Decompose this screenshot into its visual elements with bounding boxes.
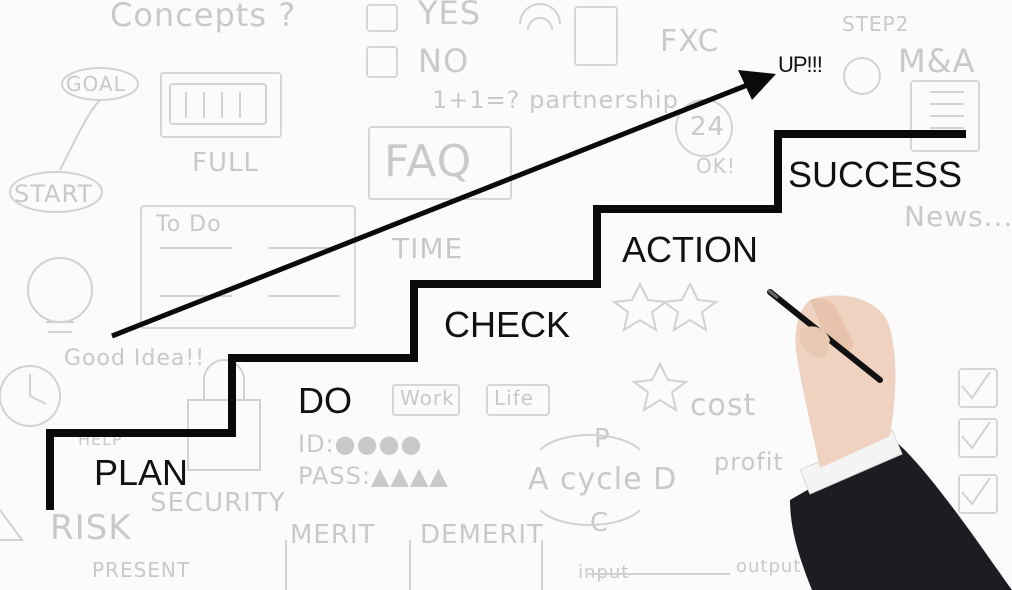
- doodle-output: output: [736, 556, 802, 577]
- doodle-demerit: DEMERIT: [420, 520, 544, 550]
- doodle-fxc: FXC: [660, 24, 720, 59]
- star-2: [661, 281, 719, 333]
- step-success-label: SUCCESS: [788, 154, 963, 195]
- doodle-ok: OK!: [696, 154, 736, 178]
- doodle-no: NO: [418, 42, 470, 80]
- doodle-battery-box: [160, 72, 282, 138]
- doodle-profit: profit: [714, 448, 784, 476]
- doodle-ma: M&A: [898, 42, 976, 80]
- doodle-news: News...: [904, 200, 1012, 233]
- news-lines: [930, 91, 964, 129]
- doodle-concepts: Concepts ?: [110, 0, 297, 34]
- up-arrow-head: [738, 70, 776, 100]
- battery-cells: [185, 92, 241, 118]
- hand-thumb: [800, 326, 830, 358]
- doodle-risk: RISK: [50, 508, 132, 548]
- up-arrow-shaft: [111, 81, 751, 339]
- doodle-no-box: [366, 46, 398, 78]
- doodle-life-box: [486, 384, 550, 416]
- doodle-yes-box: [366, 4, 398, 32]
- doodle-equation: 1+1=? partnership: [432, 86, 679, 114]
- todo-lines: [160, 247, 340, 297]
- bulb-base: [46, 321, 74, 333]
- doodle-present: PRESENT: [92, 558, 191, 582]
- doodle-faq: FAQ: [384, 136, 473, 187]
- doodle-work-box: [392, 384, 460, 416]
- doodle-time: TIME: [392, 232, 464, 265]
- doodle-faq-box: [368, 126, 512, 200]
- start-oval: [9, 171, 103, 213]
- hand-fingers: [810, 298, 853, 353]
- doodle-merit: MERIT: [290, 520, 376, 550]
- doodle-news-box: [910, 80, 980, 152]
- star-3: [631, 361, 689, 413]
- doodle-c: C: [590, 508, 610, 538]
- doodle-p: P: [594, 424, 611, 454]
- battery-body: [169, 83, 267, 125]
- doodle-todo: To Do: [156, 212, 222, 237]
- doodle-security: SECURITY: [150, 488, 286, 518]
- doodle-check-box-3: [958, 474, 998, 514]
- doodle-goal: GOAL: [66, 72, 126, 96]
- doodle-step2: STEP2: [842, 12, 910, 36]
- doodle-id: ID:●●●●: [298, 430, 423, 458]
- doodle-input: input: [578, 562, 630, 583]
- doodle-cost: cost: [690, 388, 757, 423]
- doodle-yes: YES: [418, 0, 482, 32]
- doodle-24: 24: [690, 112, 726, 142]
- star-1: [611, 281, 669, 333]
- doodle-start: START: [14, 180, 94, 208]
- step-do-label: DO: [298, 380, 352, 421]
- doodle-good-idea: Good Idea!!: [64, 346, 206, 371]
- clock-hands: [29, 374, 47, 405]
- doodle-life: Life: [494, 386, 535, 410]
- doodle-phone-box: [574, 6, 618, 66]
- pen-tip: [767, 288, 779, 300]
- merit-table: [285, 540, 543, 590]
- doodle-full: FULL: [192, 148, 259, 178]
- clock-outline: [0, 365, 61, 427]
- staircase-line: [46, 130, 966, 510]
- doodle-check-box-1: [958, 368, 998, 408]
- sad-face: [843, 57, 881, 95]
- doodle-cycle: A cycle D: [528, 462, 678, 497]
- warning-doodle: [0, 509, 24, 541]
- cycle-arrows: [539, 434, 641, 526]
- doodle-check-box-2: [958, 418, 998, 458]
- step-action-label: ACTION: [622, 229, 759, 270]
- doodle-pass: PASS:▲▲▲▲: [298, 462, 449, 490]
- step-check-label: CHECK: [444, 304, 571, 345]
- doodle-todo-box: [140, 205, 356, 329]
- step-plan-label: PLAN: [94, 452, 189, 493]
- wifi-doodle: [519, 3, 561, 31]
- doodle-work: Work: [400, 386, 455, 410]
- goal-arrow: [59, 99, 101, 171]
- check-marks: [961, 371, 991, 506]
- arrow-up-label: UP!!!: [778, 52, 823, 77]
